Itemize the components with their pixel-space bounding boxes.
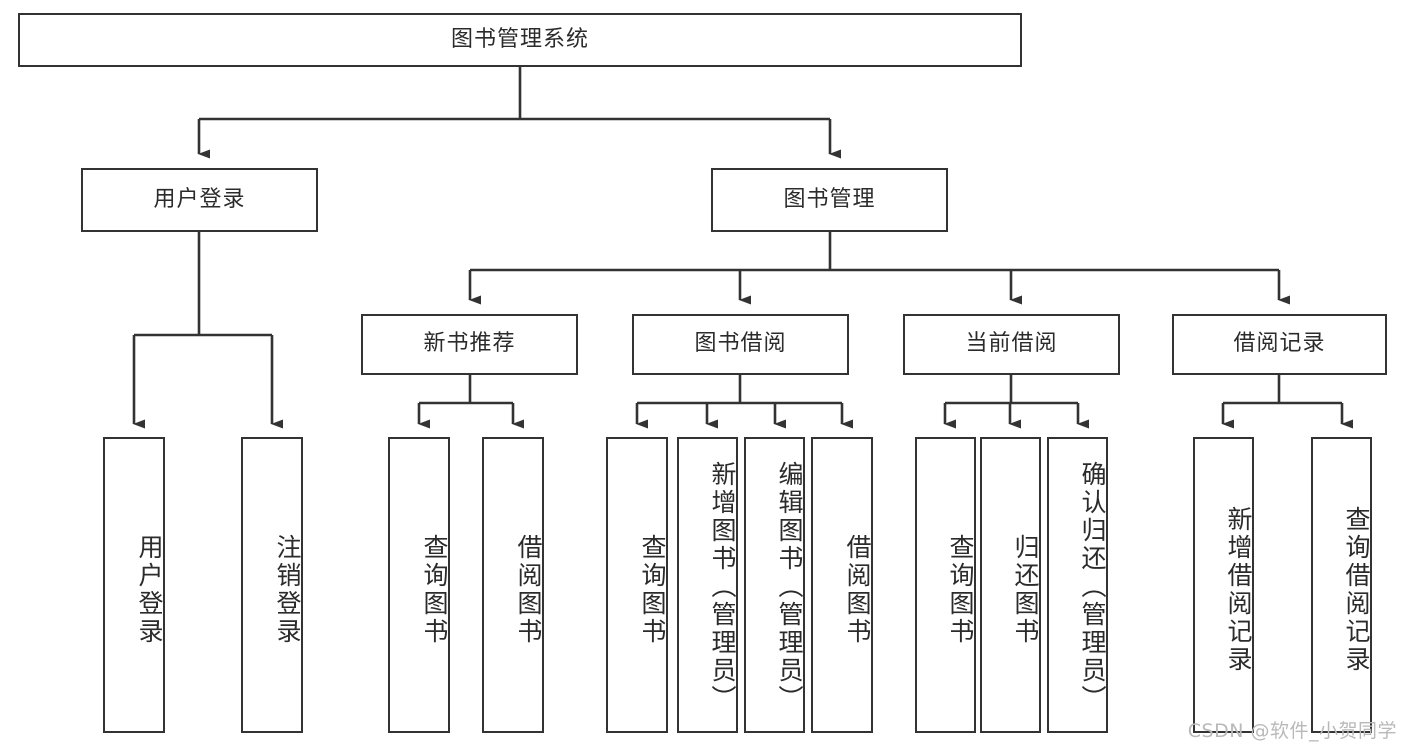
leaf-bookborrow-query[interactable]: 查询图书 [606, 437, 668, 733]
leaf-bookborrow-do[interactable]: 借阅图书 [811, 437, 873, 733]
node-book-borrow[interactable]: 图书借阅 [632, 314, 849, 375]
node-user-login[interactable]: 用户登录 [81, 168, 318, 232]
leaf-user-login[interactable]: 用户登录 [103, 437, 165, 733]
leaf-logout[interactable]: 注销登录 [241, 437, 303, 733]
leaf-bookborrow-edit[interactable]: 编辑图书（管理员） [744, 437, 805, 733]
leaf-newbook-borrow[interactable]: 借阅图书 [482, 437, 544, 733]
node-new-book-rec[interactable]: 新书推荐 [361, 314, 578, 375]
leaf-currentborrow-confirm[interactable]: 确认归还（管理员） [1047, 437, 1108, 733]
node-root[interactable]: 图书管理系统 [18, 13, 1022, 67]
node-current-borrow[interactable]: 当前借阅 [903, 314, 1120, 375]
node-book-manage[interactable]: 图书管理 [711, 168, 948, 232]
watermark: CSDN @软件_小贺同学 [1187, 720, 1397, 742]
leaf-currentborrow-query[interactable]: 查询图书 [915, 437, 976, 733]
leaf-borrowrecord-query[interactable]: 查询借阅记录 [1311, 437, 1372, 733]
leaf-currentborrow-return[interactable]: 归还图书 [980, 437, 1041, 733]
leaf-bookborrow-add[interactable]: 新增图书（管理员） [677, 437, 738, 733]
leaf-newbook-query[interactable]: 查询图书 [388, 437, 450, 733]
node-borrow-record[interactable]: 借阅记录 [1172, 314, 1387, 375]
leaf-borrowrecord-add[interactable]: 新增借阅记录 [1193, 437, 1254, 733]
